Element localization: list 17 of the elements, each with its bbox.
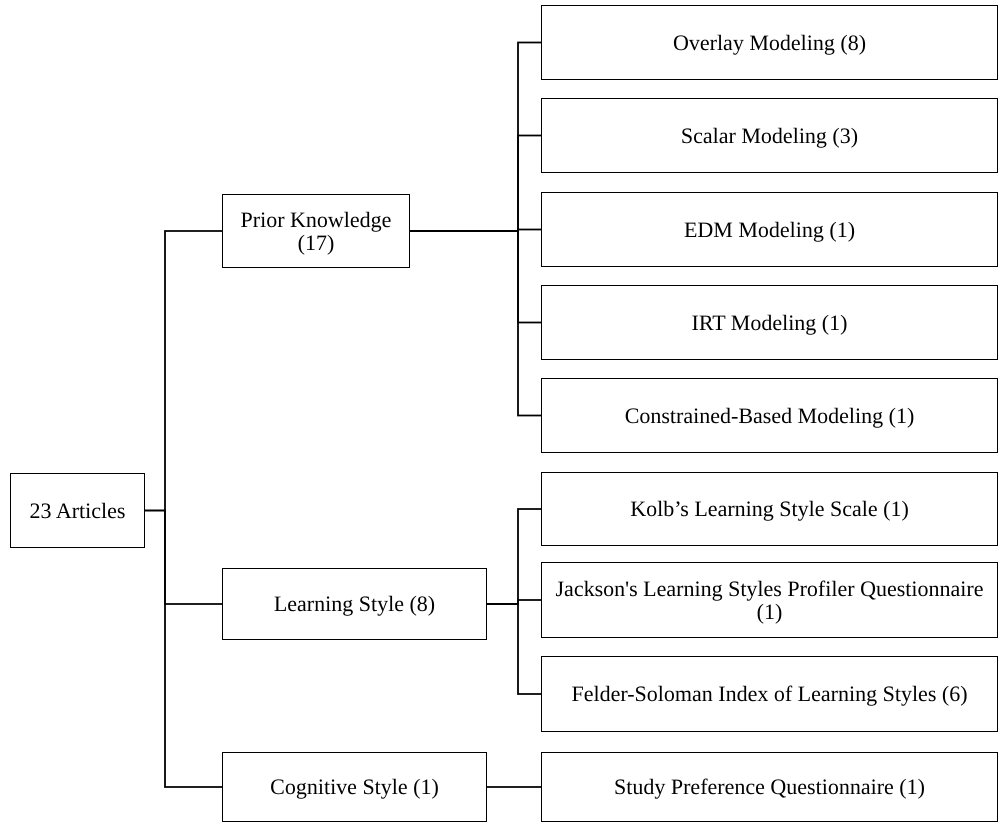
- category-box: EDM Modeling (1): [541, 192, 998, 267]
- category-box: Overlay Modeling (8): [541, 5, 998, 80]
- connector-line: [487, 603, 541, 695]
- connector-line: [487, 786, 541, 788]
- category-box: 23 Articles: [10, 473, 145, 548]
- category-box: Jackson's Learning Styles Profiler Questionnaire (1): [541, 562, 998, 638]
- category-box: Study Preference Questionnaire (1): [541, 752, 998, 822]
- category-box: Cognitive Style (1): [222, 752, 487, 822]
- category-box: Learning Style (8): [222, 568, 487, 640]
- connector-line: [410, 230, 541, 416]
- category-box: Scalar Modeling (3): [541, 98, 998, 173]
- category-box: Constrained-Based Modeling (1): [541, 378, 998, 453]
- category-box: Felder-Soloman Index of Learning Styles (6): [541, 656, 998, 732]
- category-box: Kolb’s Learning Style Scale (1): [541, 472, 998, 546]
- connector-line: [145, 510, 222, 788]
- category-box: Prior Knowledge (17): [222, 194, 410, 268]
- category-box: IRT Modeling (1): [541, 285, 998, 360]
